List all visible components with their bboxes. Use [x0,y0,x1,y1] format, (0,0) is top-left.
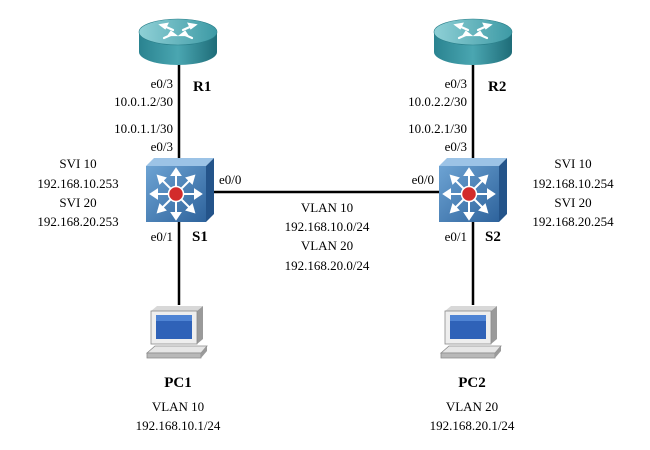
device-name-s2: S2 [485,229,501,245]
router-r2[interactable] [432,18,514,73]
pc-pc1[interactable] [145,303,213,368]
multilayer-switch-icon [439,158,507,222]
s1-uplink-ip-label: 10.0.1.1/30 [114,121,173,136]
device-name-r1: R1 [193,79,212,95]
pc-icon [439,306,502,359]
s2-uplink-interface-label: e0/3 [444,139,467,154]
device-name-pc1: PC1 [164,375,192,391]
trunk-vlan10-label: VLAN 10 [300,200,354,215]
r2-interface-label: e0/3 [444,76,467,91]
s2-uplink-ip-label: 10.0.2.1/30 [408,121,467,136]
s1-access-interface-label: e0/1 [150,229,173,244]
s2-svi20-label: SVI 20 [554,195,592,210]
pc1-ip: 192.168.10.1/24 [135,418,221,433]
r2-ip-label: 10.0.2.2/30 [408,94,467,109]
s1-uplink-interface-label: e0/3 [150,139,173,154]
s2-access-interface-label: e0/1 [444,229,467,244]
s2-svi20-ip: 192.168.20.254 [532,214,614,229]
trunk-vlan10-network: 192.168.10.0/24 [284,219,370,234]
multilayer-switch-icon [146,158,214,222]
r1-ip-label: 10.0.1.2/30 [114,94,173,109]
pc-icon [145,306,208,359]
router-icon [433,18,513,65]
switch-s1[interactable] [144,158,216,229]
s1-svi20-ip: 192.168.20.253 [37,214,119,229]
pc-pc2[interactable] [439,303,507,368]
s2-svi10-ip: 192.168.10.254 [532,176,614,191]
trunk-vlan20-label: VLAN 20 [300,238,354,253]
r1-interface-label: e0/3 [150,76,173,91]
s1-svi10-ip: 192.168.10.253 [37,176,119,191]
s2-trunk-interface-label: e0/0 [411,172,434,187]
s1-svi20-label: SVI 20 [59,195,97,210]
router-r1[interactable] [137,18,219,73]
router-icon [138,18,218,65]
s1-trunk-interface-label: e0/0 [219,172,242,187]
device-name-r2: R2 [488,79,507,95]
device-name-pc2: PC2 [458,375,486,391]
trunk-vlan20-network: 192.168.20.0/24 [284,258,370,273]
switch-s2[interactable] [437,158,509,229]
s1-svi10-label: SVI 10 [59,156,97,171]
pc2-vlan: VLAN 20 [445,399,499,414]
pc2-ip: 192.168.20.1/24 [429,418,515,433]
s2-svi10-label: SVI 10 [554,156,592,171]
device-name-s1: S1 [192,229,208,245]
pc1-vlan: VLAN 10 [151,399,205,414]
